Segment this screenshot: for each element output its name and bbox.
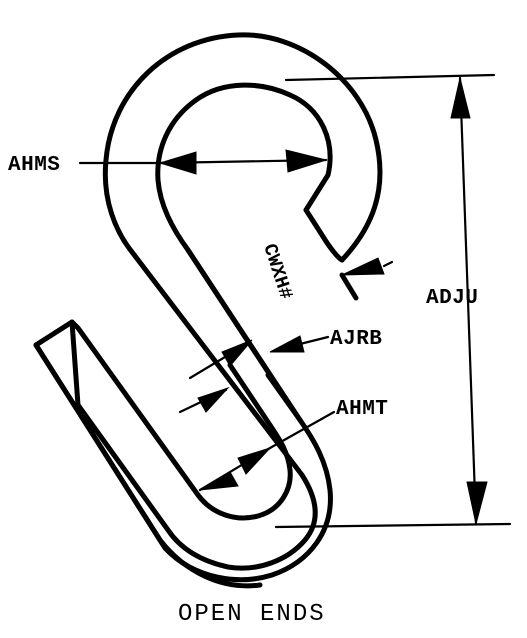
label-ahms: AHMS bbox=[8, 154, 60, 177]
label-ahmt: AHMT bbox=[336, 398, 388, 421]
hook-lower-outer-outline bbox=[33, 342, 333, 583]
ajrb-arrow-left-icon bbox=[221, 339, 253, 367]
ahms-arrow-left-icon bbox=[158, 151, 197, 175]
cwxh-shaft-line bbox=[382, 260, 394, 268]
hook-upper-inner-outline bbox=[155, 82, 333, 378]
ahmt-arrow-upper-icon bbox=[237, 446, 272, 475]
label-ajrb: AJRB bbox=[330, 328, 382, 351]
hook-upper-tip bbox=[303, 207, 345, 263]
adju-arrow-bottom-icon bbox=[466, 481, 488, 525]
adju-arrow-top-icon bbox=[450, 77, 471, 119]
ahmt-leader-line bbox=[268, 410, 336, 450]
ahmt-arrow-lower-icon bbox=[199, 471, 239, 491]
ajrb-arrow-lower-icon bbox=[197, 386, 230, 413]
adju-dimension-line bbox=[458, 76, 478, 526]
hook-middle-strand bbox=[185, 247, 303, 423]
ahms-arrow-right-icon bbox=[285, 149, 328, 173]
label-cwxh: CWXH# bbox=[258, 241, 297, 302]
cwxh-arrow-icon bbox=[341, 257, 385, 276]
hook-upper-outer-outline bbox=[33, 32, 383, 589]
ajrb-arrow-right-icon bbox=[269, 335, 305, 353]
hook-lower-inner-outline bbox=[69, 319, 293, 521]
adju-extension-bottom bbox=[274, 522, 512, 529]
cwxh-stop-line bbox=[339, 272, 359, 301]
label-adju: ADJU bbox=[426, 287, 478, 310]
adju-extension-top bbox=[284, 73, 496, 82]
caption-open-ends: OPEN ENDS bbox=[178, 601, 326, 628]
